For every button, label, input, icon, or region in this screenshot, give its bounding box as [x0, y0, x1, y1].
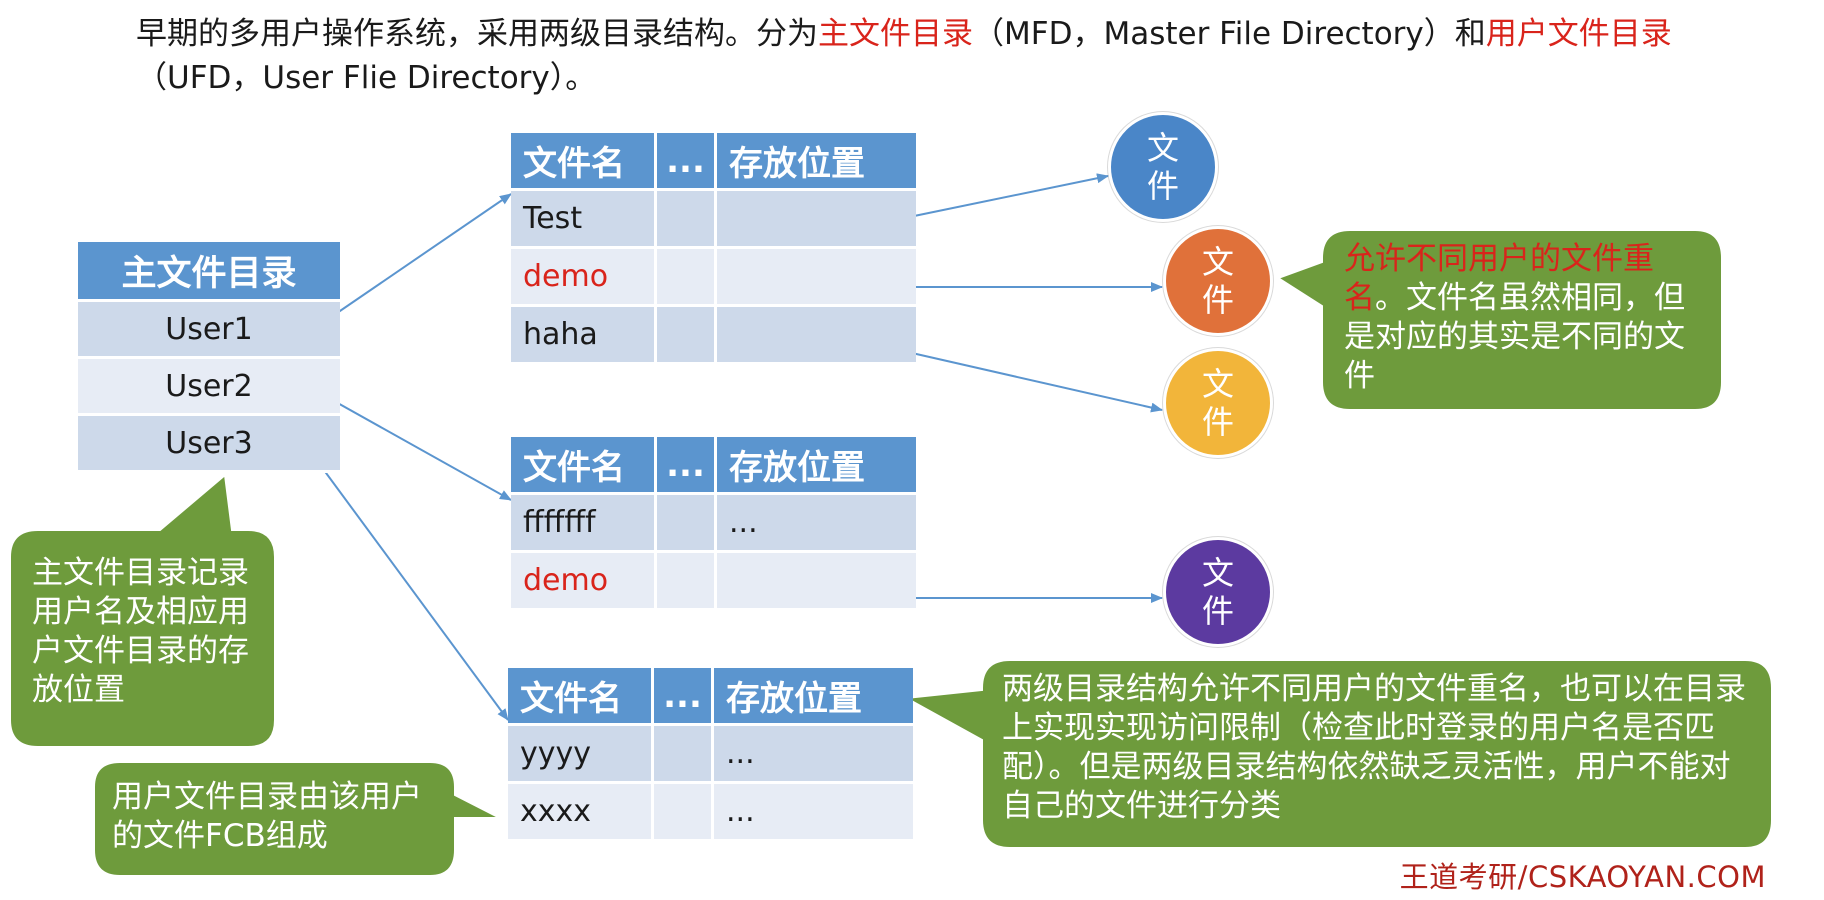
table-row: demo [511, 249, 916, 307]
callout-summary-shape [902, 659, 1773, 849]
arrow-user3-ufd [314, 457, 509, 721]
file-dots [657, 307, 717, 362]
callout-summary: 两级目录结构允许不同用户的文件重名，也可以在目录上实现实现访问限制（检查此时登录… [1002, 671, 1746, 824]
ufd-user3: 文件名 ... 存放位置 yyyy ... xxxx ... [508, 668, 913, 842]
ufd-header: 文件名 ... 存放位置 [511, 437, 916, 495]
file-dots [654, 726, 714, 781]
header-filename: 文件名 [511, 133, 657, 188]
file-circle-orange: 文 件 [1163, 226, 1273, 336]
header-filename: 文件名 [511, 437, 657, 492]
ufd-header: 文件名 ... 存放位置 [511, 133, 916, 191]
mfd-row-user2: User2 [78, 359, 340, 416]
callout-ufd-note-shape [93, 761, 501, 877]
file-location [717, 249, 914, 304]
file-location: ... [729, 505, 758, 540]
mfd-row-user3: User3 [78, 416, 340, 473]
header-location: 存放位置 [726, 679, 862, 719]
file-label-bottom: 件 [1146, 167, 1179, 205]
callout-mfd-note: 主文件目录记录用户名及相应用户文件目录的存放位置 [32, 555, 249, 708]
arrow-test-file [884, 173, 1109, 223]
arrow-haha-file [889, 347, 1163, 413]
file-name: fffffff [511, 495, 657, 550]
header-dots: ... [654, 668, 714, 723]
file-name: Test [511, 191, 657, 246]
callout-ufd-note: 用户文件目录由该用户的文件FCB组成 [112, 779, 422, 854]
table-row: yyyy ... [508, 726, 913, 784]
table-row: haha [511, 307, 916, 365]
file-dots [657, 553, 717, 608]
file-location: ... [726, 736, 755, 771]
master-file-directory: 主文件目录 User1 User2 User3 [78, 242, 340, 473]
table-row: xxxx ... [508, 784, 913, 842]
file-name: haha [511, 307, 657, 362]
header-location: 存放位置 [729, 448, 865, 488]
file-name: xxxx [508, 784, 654, 839]
file-name: demo [511, 249, 657, 304]
callout-rename: 允许不同用户的文件重名。文件名虽然相同，但是对应的其实是不同的文件 [1344, 240, 1686, 396]
header-filename: 文件名 [508, 668, 654, 723]
file-label-top: 文 [1146, 129, 1179, 167]
file-label-bottom: 件 [1201, 592, 1234, 630]
arrow-user2-ufd [317, 391, 512, 501]
ufd-term: 用户文件目录 [1485, 16, 1672, 52]
callout-rename-body: 。文件名虽然相同，但是对应的其实是不同的文件 [1344, 280, 1685, 394]
ufd-user2: 文件名 ... 存放位置 fffffff ... demo [511, 437, 916, 611]
table-row: Test [511, 191, 916, 249]
file-label-bottom: 件 [1201, 281, 1234, 319]
file-circle-purple: 文 件 [1163, 537, 1273, 647]
watermark: 王道考研/CSKAOYAN.COM [1399, 860, 1766, 894]
file-dots [657, 191, 717, 246]
intro-text: 早期的多用户操作系统，采用两级目录结构。分为主文件目录（MFD，Master F… [136, 16, 1672, 96]
callout-rename-highlight: 允许不同用户的文件重名 [1344, 241, 1654, 316]
file-label-bottom: 件 [1201, 403, 1234, 441]
header-dots: ... [657, 133, 717, 188]
mfd-row-user1: User1 [78, 302, 340, 359]
file-label-top: 文 [1201, 554, 1234, 592]
mfd-header: 主文件目录 [78, 242, 340, 302]
file-name: demo [511, 553, 657, 608]
arrow-user1-ufd [317, 193, 512, 327]
mfd-term: 主文件目录 [818, 16, 973, 52]
header-location: 存放位置 [729, 144, 865, 184]
file-label-top: 文 [1201, 243, 1234, 281]
file-dots [657, 495, 717, 550]
header-dots: ... [657, 437, 717, 492]
file-name: yyyy [508, 726, 654, 781]
ufd-user1: 文件名 ... 存放位置 Test demo haha [511, 133, 916, 365]
table-row: demo [511, 553, 916, 611]
file-location: ... [726, 794, 755, 829]
file-label-top: 文 [1201, 365, 1234, 403]
ufd-header: 文件名 ... 存放位置 [508, 668, 913, 726]
table-row: fffffff ... [511, 495, 916, 553]
file-circle-blue: 文 件 [1108, 112, 1218, 222]
file-dots [654, 784, 714, 839]
file-location [717, 553, 914, 608]
callout-rename-shape [1275, 229, 1723, 411]
file-location [717, 191, 914, 246]
callout-mfd-note-shape [9, 473, 276, 748]
file-location [717, 307, 914, 362]
file-circle-yellow: 文 件 [1163, 348, 1273, 458]
file-dots [657, 249, 717, 304]
